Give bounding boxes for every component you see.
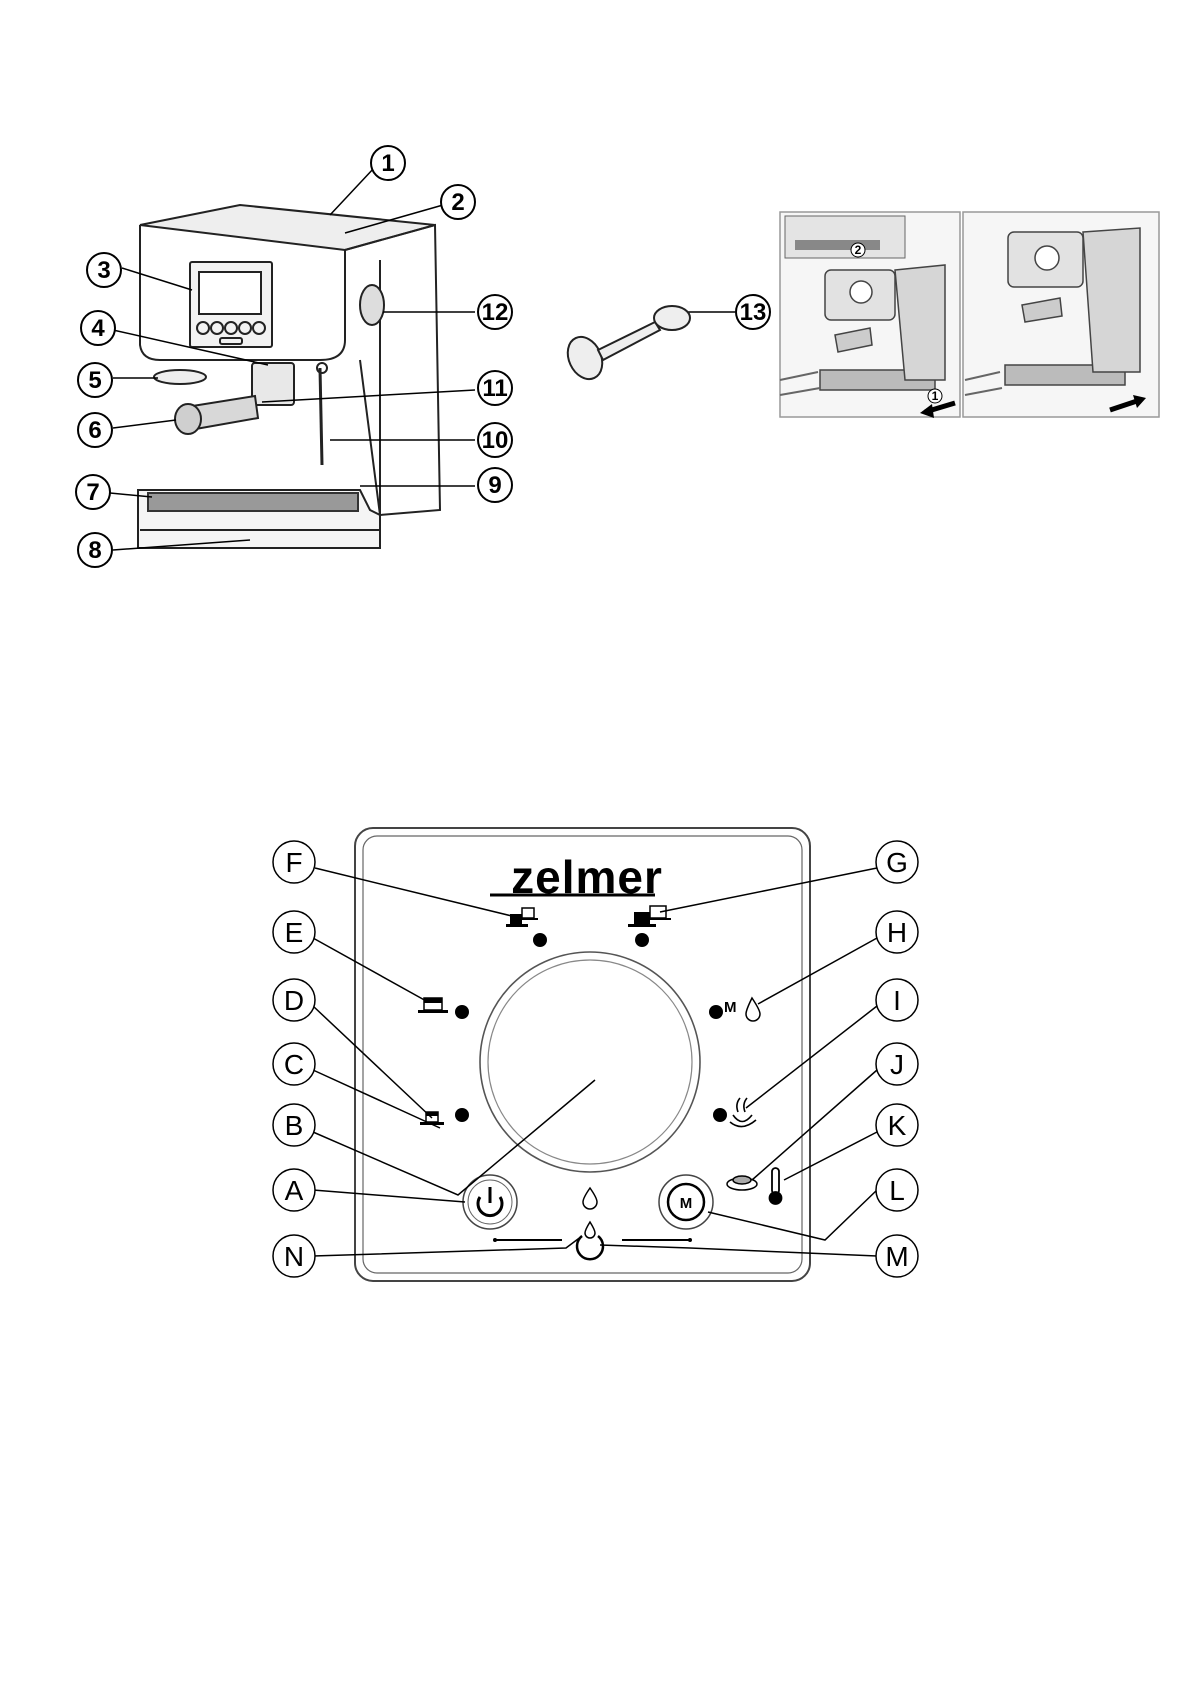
thermometer-icon [768,1167,783,1205]
part-number-10: 10 [482,427,509,454]
panel-callout-h: H [875,910,919,954]
step-number-1: 1 [932,389,939,403]
part-number-13: 13 [740,299,767,326]
part-number-6: 6 [88,417,101,444]
part-callout-6: 6 [77,412,113,448]
large-cup-icon [418,997,448,1013]
panel-leader-lines [312,867,878,1257]
power-icon [476,1187,504,1218]
panel-callouts: A B C D E F G H I J K L M N [272,840,919,1278]
panel-callout-m: M [875,1234,919,1278]
part-number-2: 2 [451,189,464,216]
part-callouts: 1 2 3 4 5 6 7 8 9 10 11 12 13 [75,145,771,568]
m-button-icon [666,1182,706,1222]
panel-letter-k: K [888,1110,907,1141]
panel-callout-e: E [272,910,316,954]
panel-letter-h: H [887,917,907,948]
part-number-12: 12 [482,299,509,326]
panel-letter-j: J [890,1049,904,1080]
panel-callout-d: D [272,978,316,1022]
tray-detail-inset [784,215,906,259]
panel-inner-border [362,835,803,1274]
machine-leader-lines [109,167,735,551]
part-callout-1: 1 [370,145,406,181]
water-power-icon [575,1220,605,1261]
panel-callout-a: A [272,1168,316,1212]
water-drop-icon [582,1186,598,1210]
panel-letter-m: M [885,1241,908,1272]
part-number-11: 11 [482,375,507,402]
double-espresso-icon [506,907,538,927]
panel-callout-n: N [272,1234,316,1278]
indicator-light-d [455,1108,469,1122]
panel-letter-f: F [285,847,302,878]
panel-letter-g: G [886,847,908,878]
part-callout-11: 11 [477,370,513,406]
indicator-light-g [635,933,649,947]
part-callout-7: 7 [75,474,111,510]
measuring-spoon-drawing [566,305,691,381]
panel-callout-b: B [272,1103,316,1147]
part-number-9: 9 [488,472,501,499]
panel-callout-j: J [875,1042,919,1086]
part-number-1: 1 [381,150,394,177]
panel-letter-d: D [284,985,304,1016]
part-callout-5: 5 [77,362,113,398]
part-number-7: 7 [86,479,99,506]
part-callout-12: 12 [477,294,513,330]
heating-plate-icon [726,1175,758,1191]
panel-callout-f: F [272,840,316,884]
arrow-right-icon [1109,397,1141,413]
panel-letter-l: L [889,1175,905,1206]
step-number-2: 2 [855,243,862,257]
part-callout-9: 9 [477,467,513,503]
panel-letter-b: B [285,1110,304,1141]
part-number-4: 4 [91,315,105,342]
panel-callout-c: C [272,1042,316,1086]
panel-letter-n: N [284,1241,304,1272]
panel-letter-a: A [285,1175,304,1206]
part-callout-13: 13 [735,294,771,330]
panel-callout-k: K [875,1103,919,1147]
indicator-light-i [713,1108,727,1122]
part-callout-3: 3 [86,252,122,288]
panel-letter-e: E [285,917,304,948]
steam-icon [729,1097,757,1128]
part-number-3: 3 [97,257,110,284]
part-callout-8: 8 [77,532,113,568]
m-water-mark: M [724,999,737,1016]
indicator-light-h [709,1005,723,1019]
drip-tray-steps: 2 1 [779,211,1160,418]
panel-letter-c: C [284,1049,304,1080]
part-callout-4: 4 [80,310,116,346]
panel-letter-i: I [893,985,901,1016]
double-coffee-icon [628,905,671,927]
program-button-label: M [680,1195,693,1212]
espresso-machine-drawing [137,203,442,549]
panel-callout-l: L [875,1168,919,1212]
part-number-5: 5 [88,367,101,394]
indicator-light-e [455,1005,469,1019]
selector-dial-inner [487,959,693,1165]
control-panel: zelmer M [354,827,811,1282]
part-callout-10: 10 [477,422,513,458]
panel-callout-g: G [875,840,919,884]
panel-callout-i: I [875,978,919,1022]
indicator-light-f [533,933,547,947]
part-callout-2: 2 [440,184,476,220]
part-number-8: 8 [88,537,101,564]
water-drop-icon [745,996,761,1022]
